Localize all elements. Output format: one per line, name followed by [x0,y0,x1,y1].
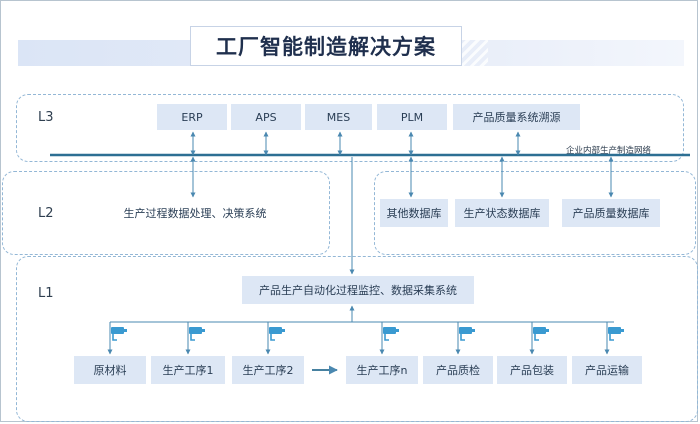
zone-l2-right [374,171,696,255]
level-label-l2: L2 [38,206,54,221]
station-process-1: 生产工序1 [151,356,225,384]
monitoring-system: 产品生产自动化过程监控、数据采集系统 [242,276,474,304]
camera-icon-4 [382,326,400,341]
database-other: 其他数据库 [380,199,448,227]
station-quality-check: 产品质检 [423,356,493,384]
decision-system: 生产过程数据处理、决策系统 [123,207,267,220]
station-transport: 产品运输 [572,356,642,384]
system-plm: PLM [377,104,447,130]
database-production-status: 生产状态数据库 [455,199,549,227]
system-aps: APS [231,104,301,130]
system-erp: ERP [157,104,227,130]
camera-icon-7 [607,326,625,341]
station-process-2: 生产工序2 [232,356,304,384]
camera-icon-1 [110,326,128,341]
zone-l3 [16,94,684,162]
page-title: 工厂智能制造解决方案 [190,26,462,66]
level-label-l1: L1 [38,286,54,301]
database-product-quality: 产品质量数据库 [562,199,660,227]
zone-l1 [16,256,698,422]
camera-icon-5 [458,326,476,341]
level-label-l3: L3 [38,110,54,125]
station-process-n: 生产工序n [346,356,418,384]
camera-icon-3 [268,326,286,341]
camera-icon-6 [532,326,550,341]
zone-l2-left [2,171,330,255]
network-bus-label: 企业内部生产制造网络 [566,146,652,156]
system-quality-trace: 产品质量系统溯源 [453,104,580,130]
station-packaging: 产品包装 [497,356,567,384]
system-mes: MES [305,104,372,130]
camera-icon-2 [188,326,206,341]
station-raw-material: 原材料 [74,356,146,384]
